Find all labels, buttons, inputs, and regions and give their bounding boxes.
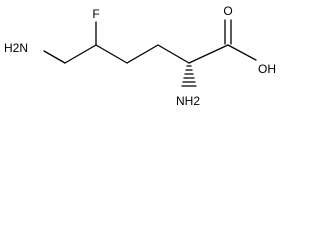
carbonyl-oxygen-label: O: [223, 4, 232, 18]
terminal-amine-label: H2N: [4, 41, 28, 55]
bond-c1-to-oh: [227, 44, 257, 61]
bond-c6-to-c5: [64, 44, 97, 64]
bond-c2-to-c1: [188, 44, 229, 64]
bond-c5-to-c4: [95, 44, 128, 64]
fluorine-label: F: [92, 7, 99, 21]
hashed-wedge-bond: [181, 65, 197, 87]
bond-c4-to-c3: [126, 44, 159, 64]
bond-skeleton: [43, 21, 257, 64]
chemical-structure: F H2N NH2 O OH: [4, 4, 276, 108]
carbonyl-double-bond: [224, 19, 232, 45]
bond-n-to-c6: [43, 50, 66, 64]
hydroxyl-label: OH: [258, 62, 276, 76]
alpha-amine-label: NH2: [176, 94, 200, 108]
bond-c3-to-c2: [157, 44, 190, 64]
